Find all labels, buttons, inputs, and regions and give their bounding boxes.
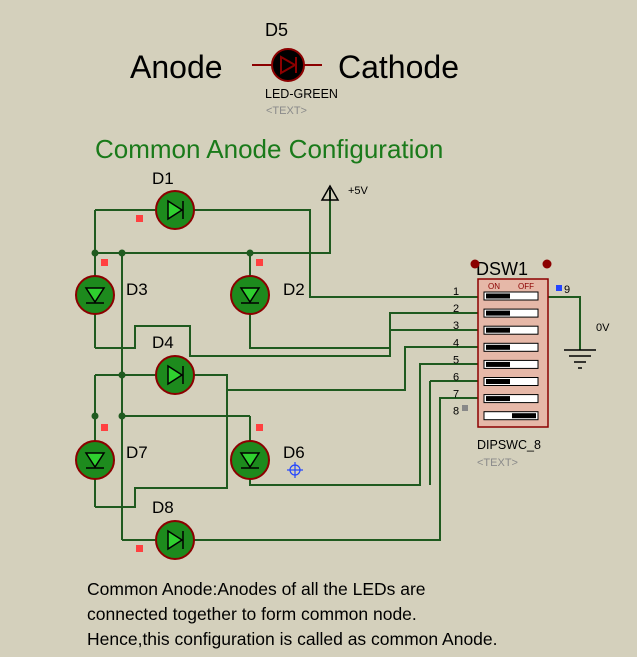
cathode-label: Cathode <box>338 49 459 85</box>
dip-pin-label: 6 <box>453 372 459 384</box>
dip-switch-slot[interactable] <box>483 394 539 404</box>
legend-led-icon <box>252 48 322 82</box>
wires <box>94 190 581 541</box>
dip-pin-label: 5 <box>453 354 459 366</box>
led-d3 <box>75 275 115 315</box>
vcc-symbol <box>320 184 340 201</box>
led-d6-label: D6 <box>283 443 305 462</box>
description-line: Hence,this configuration is called as co… <box>87 629 498 649</box>
led-d1 <box>155 190 195 230</box>
dip-pin-label: 7 <box>453 389 459 401</box>
dip-switch-knob[interactable] <box>486 310 510 316</box>
marker <box>256 424 263 431</box>
dip-switch-slot[interactable] <box>483 411 539 421</box>
gnd-label: 0V <box>596 322 610 334</box>
dip-pin-label: 8 <box>453 406 459 418</box>
marker <box>136 545 143 552</box>
dip-part-label: DIPSWC_8 <box>477 438 541 452</box>
dip-switch-knob[interactable] <box>486 344 510 350</box>
dip-pin-dot <box>470 259 480 269</box>
diagram-title: Common Anode Configuration <box>95 134 443 164</box>
dip-switch-knob[interactable] <box>512 413 536 419</box>
led-d7 <box>75 440 115 480</box>
dip-switch-slot[interactable] <box>483 325 539 335</box>
led-d4 <box>155 355 195 395</box>
ground-icon <box>564 349 596 369</box>
legend-text-placeholder: <TEXT> <box>266 105 307 117</box>
description-block: Common Anode:Anodes of all the LEDs are … <box>87 577 632 652</box>
led-d3-label: D3 <box>126 280 148 299</box>
marker <box>136 215 143 222</box>
dip-switch-slot[interactable] <box>483 377 539 386</box>
led-d8-label: D8 <box>152 498 174 517</box>
dip-switch-knob[interactable] <box>486 327 510 333</box>
dip-switch-slots <box>483 291 539 421</box>
anode-label: Anode <box>130 49 223 85</box>
led-d6 <box>230 440 270 480</box>
dip-switch-knob[interactable] <box>486 379 510 384</box>
dip-switch-knob[interactable] <box>486 361 510 367</box>
junction-dots <box>91 249 254 420</box>
dip-pin-labels: 1 2 3 4 5 6 7 8 <box>453 286 459 418</box>
led-d1-label: D1 <box>152 169 174 188</box>
dip-switch-knob[interactable] <box>486 293 510 299</box>
marker <box>101 259 108 266</box>
marker <box>556 285 562 291</box>
crosshair-icon <box>287 462 303 478</box>
dip-pin-9: 9 <box>564 284 570 296</box>
dip-switch-slot[interactable] <box>483 308 539 318</box>
dip-switch-slot[interactable] <box>483 359 539 369</box>
dip-text-placeholder: <TEXT> <box>477 457 518 469</box>
dip-switch-slot[interactable] <box>483 291 539 301</box>
marker <box>256 259 263 266</box>
description-line: connected together to form common node. <box>87 604 417 624</box>
dip-pin-label: 3 <box>453 320 459 332</box>
led-d7-label: D7 <box>126 443 148 462</box>
dip-pin-dot <box>542 259 552 269</box>
led-d2 <box>230 275 270 315</box>
vcc-label: +5V <box>348 185 369 197</box>
dip-on-label: ON <box>488 282 500 291</box>
dip-switch-knob[interactable] <box>486 396 510 402</box>
legend-led-part: LED-GREEN <box>265 87 338 101</box>
led-d8 <box>155 520 195 560</box>
dip-off-label: OFF <box>518 282 534 291</box>
led-d2-label: D2 <box>283 280 305 299</box>
marker <box>101 424 108 431</box>
dip-switch-slot[interactable] <box>483 342 539 352</box>
dip-ref-label: DSW1 <box>476 259 528 279</box>
dip-pin-label: 4 <box>453 337 459 349</box>
legend-led-ref: D5 <box>265 20 288 40</box>
led-d4-label: D4 <box>152 333 174 352</box>
marker <box>462 405 468 411</box>
description-line: Common Anode:Anodes of all the LEDs are <box>87 579 426 599</box>
dip-pin-label: 2 <box>453 303 459 315</box>
dip-pin-label: 1 <box>453 286 459 298</box>
dip-switch-body[interactable] <box>477 278 549 428</box>
